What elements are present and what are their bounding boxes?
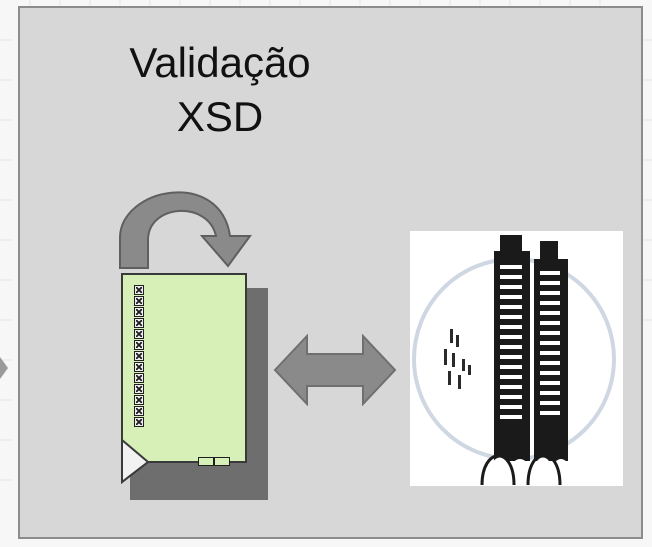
checkbox-checked — [134, 351, 144, 361]
bank-building-logo-icon — [410, 231, 623, 486]
checkbox-checked — [134, 395, 144, 405]
circular-arrow-icon — [119, 191, 252, 269]
checkbox-checked — [134, 384, 144, 394]
title-line-2: XSD — [176, 93, 264, 140]
checklist-document-icon — [121, 273, 247, 484]
checkbox-checked — [134, 340, 144, 350]
checkbox-checked — [134, 417, 144, 427]
document-stamp-box — [198, 457, 214, 466]
checkbox-checked — [134, 373, 144, 383]
checkbox-checked — [134, 318, 144, 328]
checkbox-checked — [134, 285, 144, 295]
document-stamp-box — [214, 457, 230, 466]
double-arrow-icon — [273, 334, 397, 406]
checkbox-checked — [134, 406, 144, 416]
checkbox-checked — [134, 362, 144, 372]
diagram-title: Validação XSD — [60, 36, 380, 144]
title-line-1: Validação — [129, 39, 311, 86]
checkbox-checked — [134, 296, 144, 306]
checkbox-checked — [134, 329, 144, 339]
checklist — [134, 285, 144, 428]
checkbox-checked — [134, 307, 144, 317]
